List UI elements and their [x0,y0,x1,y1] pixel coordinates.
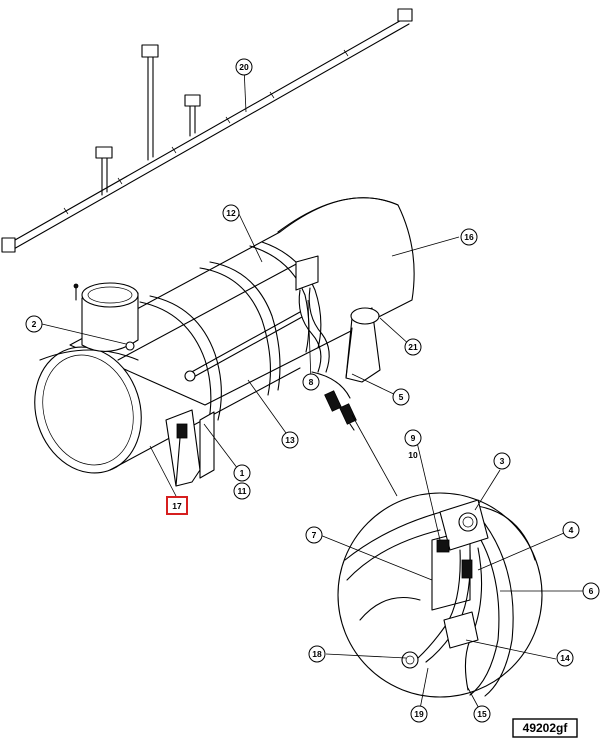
callout-12[interactable]: 12 [222,204,240,222]
callout-17-highlighted[interactable]: 17 [166,496,188,515]
svg-text:11: 11 [238,486,247,496]
callout-1[interactable]: 1 [233,464,251,482]
svg-text:19: 19 [414,709,424,719]
callout-2[interactable]: 2 [25,315,43,333]
detail-view [337,414,543,698]
harness-connector [95,146,113,159]
callout-18[interactable]: 18 [308,645,326,663]
svg-text:15: 15 [477,709,487,719]
callout-14[interactable]: 14 [556,649,574,667]
svg-text:16: 16 [464,232,474,242]
exhaust-canister [34,197,415,487]
harness-connector [184,94,201,107]
svg-text:7: 7 [312,530,317,540]
svg-text:10: 10 [408,450,418,460]
svg-text:21: 21 [408,342,418,352]
callout-11[interactable]: 11 [233,482,251,500]
callout-5[interactable]: 5 [392,388,410,406]
svg-text:18: 18 [312,649,322,659]
callout-16[interactable]: 16 [460,228,478,246]
svg-text:2: 2 [32,319,37,329]
callout-20[interactable]: 20 [235,58,253,76]
svg-text:17: 17 [172,501,182,511]
harness-connector [397,8,413,22]
svg-text:8: 8 [309,377,314,387]
svg-text:3: 3 [500,456,505,466]
svg-text:20: 20 [239,62,249,72]
svg-text:1: 1 [240,468,245,478]
svg-text:14: 14 [560,653,570,663]
callout-10[interactable]: 10 [408,450,418,460]
callout-15[interactable]: 15 [473,705,491,723]
callout-21[interactable]: 21 [404,338,422,356]
svg-text:12: 12 [226,208,236,218]
callout-19[interactable]: 19 [410,705,428,723]
svg-text:13: 13 [285,435,295,445]
callout-6[interactable]: 6 [582,582,600,600]
svg-text:4: 4 [569,525,574,535]
svg-text:5: 5 [399,392,404,402]
callout-9[interactable]: 9 [404,429,422,447]
leader-lines [41,66,585,715]
svg-text:49202gf: 49202gf [523,721,569,735]
harness-connector [141,44,159,58]
callout-13[interactable]: 13 [281,431,299,449]
callout-3[interactable]: 3 [493,452,511,470]
callout-8[interactable]: 8 [302,373,320,391]
harness-connector [1,237,16,253]
wiring-harness [1,8,413,253]
svg-text:6: 6 [589,586,594,596]
callout-4[interactable]: 4 [562,521,580,539]
figure-reference-code: 49202gf [512,718,578,738]
callout-7[interactable]: 7 [305,526,323,544]
svg-text:9: 9 [411,433,416,443]
